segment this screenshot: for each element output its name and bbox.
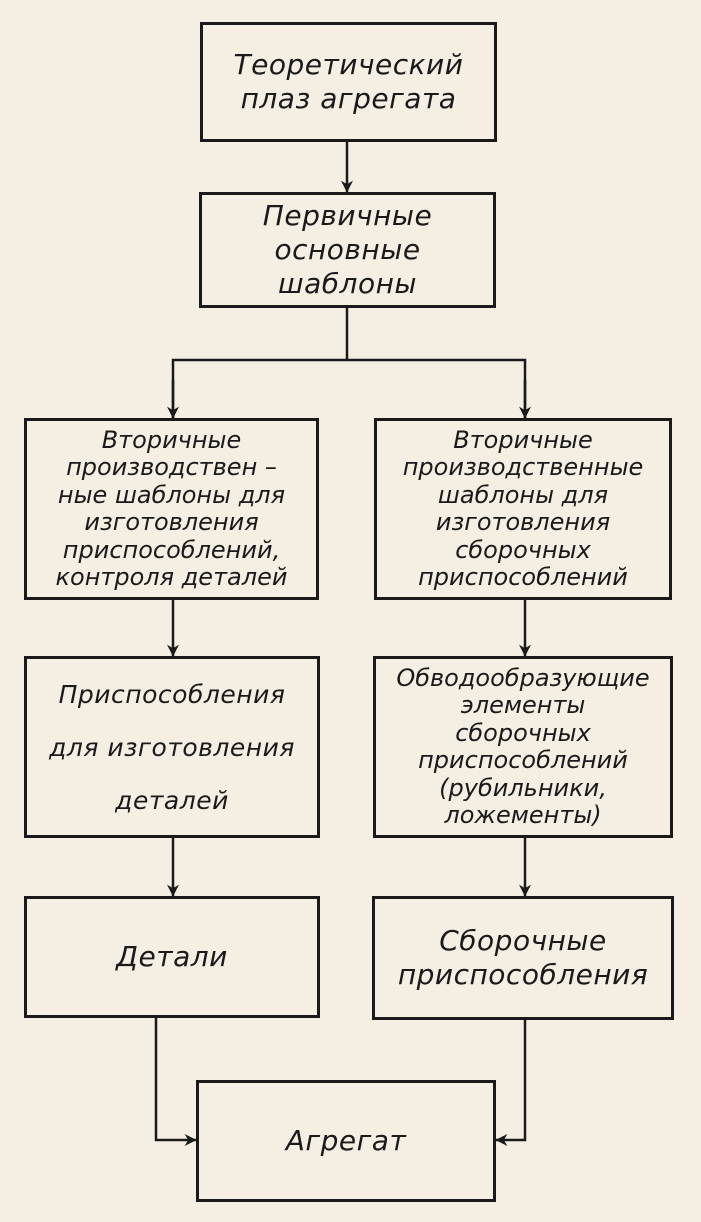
text-line: Приспособления <box>58 679 286 709</box>
text-line: основные <box>274 233 421 266</box>
text-line: для изготовления <box>49 732 295 762</box>
arrow-parts-to-aggregate <box>154 1018 197 1146</box>
text-line: Вторичные <box>101 425 242 454</box>
box-aggregate: Агрегат <box>196 1080 496 1202</box>
text-line: ложементы) <box>444 801 602 829</box>
text-line: приспособлений <box>418 746 628 774</box>
text-line: ные шаблоны для <box>57 480 286 509</box>
text-line: Агрегат <box>285 1124 407 1157</box>
box-secondary-templates-left: Вторичные производствен – ные шаблоны дл… <box>24 418 319 600</box>
text-line: (рубильники, <box>439 773 607 802</box>
text-line: сборочных <box>455 535 591 564</box>
text-line: Детали <box>116 940 228 973</box>
text-line: приспособления <box>397 958 649 991</box>
text-line: приспособлений <box>418 563 628 591</box>
text-line: деталей <box>115 785 229 815</box>
text-line: Первичные <box>262 199 433 232</box>
text-line: сборочных <box>455 718 591 747</box>
box-parts: Детали <box>24 896 320 1018</box>
text-line: Обводообразующие <box>396 663 650 692</box>
text-line: элементы <box>460 691 586 719</box>
box-secondary-templates-right: Вторичные производственные шаблоны для и… <box>374 418 672 600</box>
text-line: Теоретический <box>233 48 464 81</box>
text-line: приспособлений, <box>62 535 281 564</box>
text-line: Сборочные <box>439 924 607 957</box>
connector-branch-split <box>171 358 527 418</box>
box-contour-elements: Обводообразующие элементы сборочных прис… <box>373 656 673 838</box>
text-line: шаблоны для <box>437 480 609 509</box>
text-line: производственные <box>402 453 644 481</box>
text-line: производствен – <box>66 453 277 481</box>
box-theoretical-loft: Теоретический плаз агрегата <box>200 22 497 142</box>
text-line: изготовления <box>84 508 259 536</box>
text-line: изготовления <box>435 508 611 536</box>
box-primary-templates: Первичные основные шаблоны <box>199 192 496 308</box>
text-line: Вторичные <box>453 425 593 454</box>
box-fixtures-for-parts: Приспособления для изготовления деталей <box>24 656 320 838</box>
box-assembly-fixtures: Сборочные приспособления <box>372 896 674 1020</box>
text-line: шаблоны <box>278 267 417 300</box>
text-line: плаз агрегата <box>240 82 457 115</box>
arrow-assembly-to-aggregate <box>495 1020 527 1146</box>
text-line: контроля деталей <box>55 563 288 591</box>
